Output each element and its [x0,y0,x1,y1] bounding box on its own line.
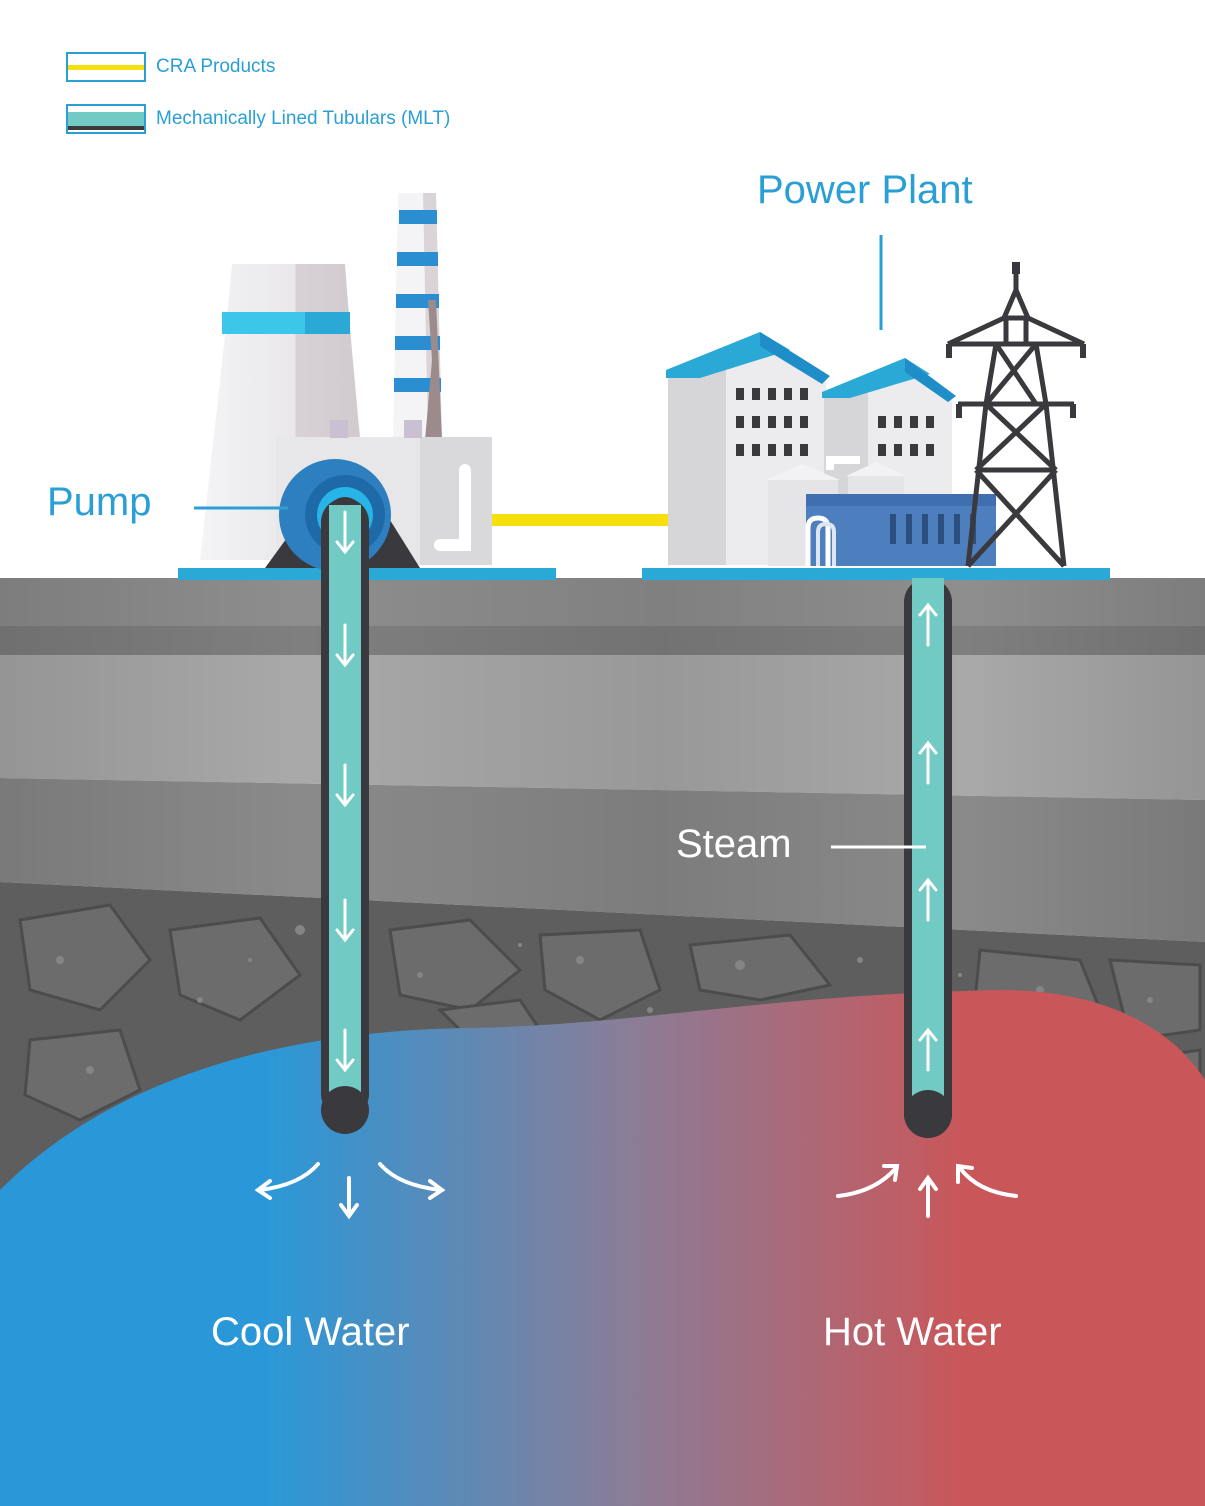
legend-cra: CRA Products [66,52,666,86]
cool-water-label: Cool Water [211,1310,410,1354]
hot-water-label: Hot Water [823,1310,1002,1354]
chimney-stripes [394,210,441,392]
hot-water-convergence-arrows [836,1163,1018,1218]
cool-water-dispersion-arrows [254,1162,446,1220]
transmission-tower [946,272,1086,568]
building-windows [736,388,934,456]
mlt-swatch [66,104,146,134]
right-platform [642,568,1110,580]
geothermal-water [0,990,1205,1506]
pump-label: Pump [47,480,152,524]
power-plant-label: Power Plant [757,168,973,212]
injection-flow-arrows [335,510,355,1073]
cra-product-pipe [492,514,672,526]
cra-swatch [66,52,146,82]
steam-label: Steam [676,822,792,866]
production-well-lining [912,578,944,1098]
production-flow-arrows [918,602,938,1072]
legend-cra-label: CRA Products [156,56,276,77]
legend-mlt-label: Mechanically Lined Tubulars (MLT) [156,108,451,129]
legend-mlt: Mechanically Lined Tubulars (MLT) [66,104,666,138]
